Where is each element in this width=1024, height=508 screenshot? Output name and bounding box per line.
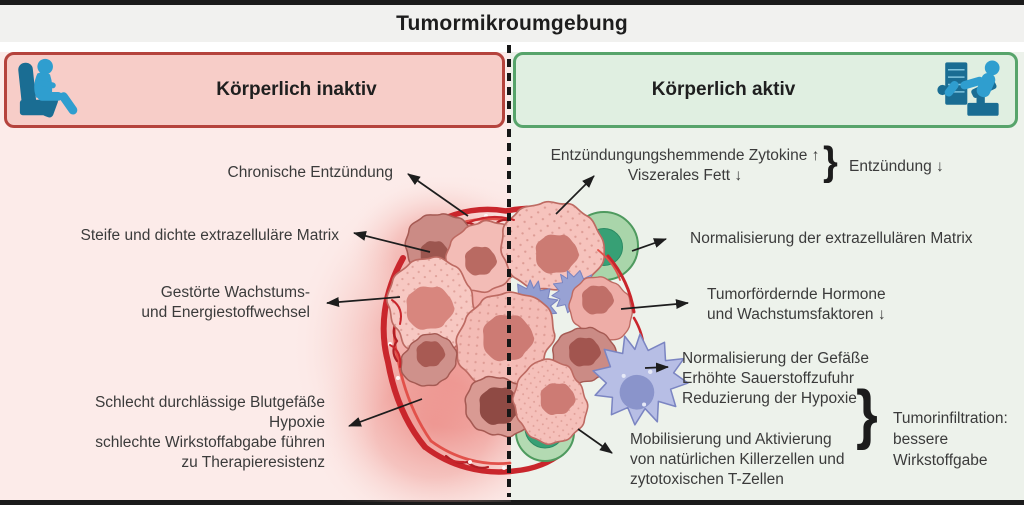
- active-header-label: Körperlich aktiv: [651, 79, 796, 100]
- person-leg-press-icon: [937, 60, 1000, 116]
- label-tumor-hormones-down: Tumorfördernde Hormone und Wachstumsfakt…: [707, 286, 886, 323]
- inactive-header-box: Körperlich inaktiv: [4, 52, 505, 128]
- title-bar: Tumormikroumgebung: [0, 5, 1024, 42]
- label-nk-tcell-activation: Mobilisierung und Aktivierung von natürl…: [630, 431, 845, 488]
- active-header-box: Körperlich aktiv: [513, 52, 1018, 128]
- label-disturbed-metabolism: Gestörte Wachstums- und Energiestoffwech…: [141, 284, 310, 321]
- label-poor-vessels-hypoxia: Schlecht durchlässige Blutgefäße Hypoxie…: [94, 394, 325, 471]
- person-sitting-armchair-icon: [18, 58, 78, 118]
- top-border: [0, 0, 1024, 5]
- label-chronic-inflammation: Chronische Entzündung: [227, 164, 393, 181]
- label-normalized-vessels: Normalisierung der Gefäße Erhöhte Sauers…: [682, 350, 869, 407]
- label-normalized-matrix: Normalisierung der extrazellulären Matri…: [690, 230, 973, 247]
- inactive-header-label: Körperlich inaktiv: [216, 79, 377, 100]
- bottom-border: [0, 500, 1024, 505]
- figure-title: Tumormikroumgebung: [396, 11, 628, 35]
- label-inflammation-down: Entzündung ↓: [849, 158, 944, 175]
- label-tumor-infiltration: Tumorinfiltration: bessere Wirkstoffgabe: [893, 410, 1008, 469]
- dashed-divider-line: [507, 45, 511, 497]
- label-antiinflammatory-cytokines: Entzündungungshemmende Zytokine ↑ Viszer…: [550, 147, 820, 184]
- label-stiff-matrix: Steife und dichte extrazelluläre Matrix: [80, 227, 339, 244]
- brace-icon: }: [823, 139, 838, 185]
- brace-icon: }: [856, 376, 878, 451]
